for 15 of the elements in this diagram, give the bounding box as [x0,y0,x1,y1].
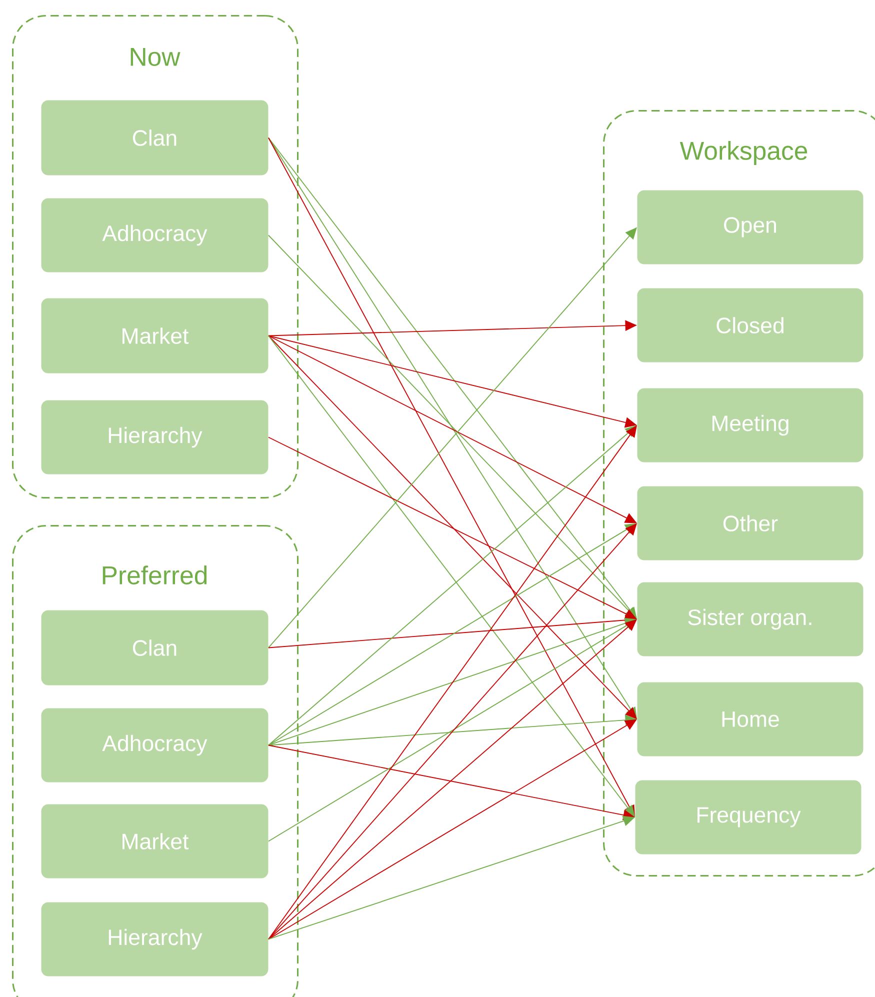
category-box: Clan [41,610,268,686]
category-box: Hierarchy [41,902,268,976]
category-box: Market [41,298,268,374]
category-box: Clan [41,100,268,176]
category-box: Hierarchy [41,400,268,474]
category-box: Market [41,804,268,878]
category-box: Open [637,190,864,264]
category-box: Sister organ. [637,582,864,656]
category-box: Adhocracy [41,708,268,782]
category-box: Closed [637,288,864,362]
category-box: Other [637,486,864,560]
category-box: Frequency [635,780,862,854]
category-box: Meeting [637,388,864,462]
category-box: Adhocracy [41,198,268,272]
category-box: Home [637,682,864,756]
